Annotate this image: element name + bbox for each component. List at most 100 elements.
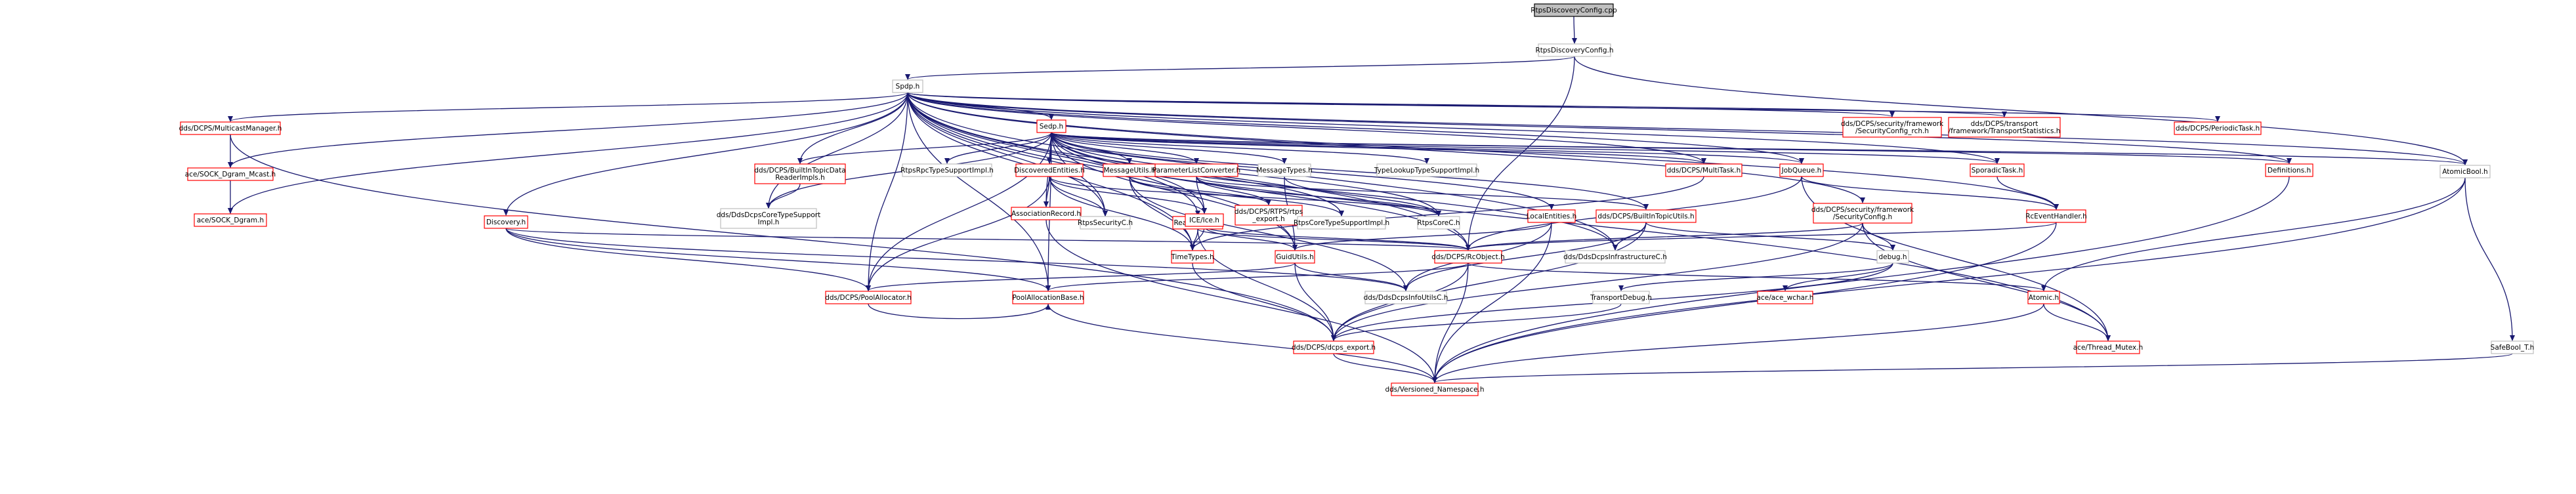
node-discoveredentities-h[interactable]: DiscoveredEntities.h (1014, 163, 1085, 177)
node-dds-dcps-builtintopicutils-h[interactable]: dds/DCPS/BuiltInTopicUtils.h (1595, 209, 1697, 223)
node-dds-dcps-dcps-export-h[interactable]: dds/DCPS/dcps_export.h (1292, 340, 1376, 354)
node-label: ICE/Ice.h (1189, 216, 1219, 224)
node-dds-dcps-multitask-h[interactable]: dds/DCPS/MultiTask.h (1665, 163, 1742, 177)
node-timetypes-h[interactable]: TimeTypes.h (1170, 250, 1214, 264)
node-label: TimeTypes.h (1170, 253, 1214, 261)
edge-discovered_entities-to-time_types (1049, 176, 1195, 251)
node-dds-dcps-multicastmanager-h[interactable]: dds/DCPS/MulticastManager.h (179, 121, 282, 135)
node-messageutils-h[interactable]: MessageUtils.h (1103, 163, 1156, 177)
edge-sec_config-to-thread_mutex (1862, 222, 2111, 341)
edge-reactor_task-to-dcps_export (1197, 228, 1336, 341)
node-label: dds/DCPS/transport (1971, 120, 2038, 128)
node-ace-ace-wchar-h[interactable]: ace/ace_wchar.h (1757, 291, 1814, 304)
edge-message_utils-to-info_utils_c (1129, 176, 1408, 291)
node-label: RtpsCoreTypeSupportImpl.h (1294, 219, 1389, 227)
node-transportdebug-h[interactable]: TransportDebug.h (1590, 291, 1652, 304)
node-rtpssecurityc-h[interactable]: RtpsSecurityC.h (1078, 216, 1133, 230)
node-box (1948, 117, 2061, 138)
node-dds-dcps-poolallocator-h[interactable]: dds/DCPS/PoolAllocator.h (825, 291, 912, 304)
file-nodes: RtpsDiscoveryConfig.cppRtpsDiscoveryConf… (179, 3, 2535, 396)
node-ace-sock-dgram-mcast-h[interactable]: ace/SOCK_Dgram_Mcast.h (185, 167, 276, 181)
node-box (1592, 291, 1650, 304)
node-guidutils-h[interactable]: GuidUtils.h (1275, 250, 1315, 264)
node-dds-dcps-security-framework-securityconfig-h[interactable]: dds/DCPS/security/framework/SecurityConf… (1811, 203, 1914, 224)
edge-spdp_h-to-sock_dgram (228, 92, 908, 214)
node-sporadictask-h[interactable]: SporadicTask.h (1970, 163, 2025, 177)
edge-sedp_h-to-param_list_conv (1051, 132, 1199, 164)
node-dds-dcps-rtps-rtps-export-h[interactable]: dds/DCPS/RTPS/rtps_export.h (1235, 205, 1303, 226)
node-ace-sock-dgram-h[interactable]: ace/SOCK_Dgram.h (194, 213, 267, 227)
node-box (1275, 250, 1315, 264)
node-box (194, 213, 267, 227)
node-dds-ddsdcpsinfoutilsc-h[interactable]: dds/DdsDcpsInfoUtilsC.h (1364, 291, 1448, 304)
node-parameterlistconverter-h[interactable]: ParameterListConverter.h (1152, 163, 1240, 177)
node-box (1036, 119, 1066, 133)
edge-rc_object-to-pool_alloc_base (1045, 262, 1469, 291)
node-box (902, 163, 992, 177)
edge-builtin_utils-to-info_utils_c (1403, 222, 1647, 291)
node-box (187, 167, 274, 181)
node-ace-thread-mutex-h[interactable]: ace/Thread_Mutex.h (2073, 340, 2143, 354)
node-label: RcEventHandler.h (2025, 213, 2087, 220)
node-dds-ddsdcpsinfrastructurec-h[interactable]: dds/DdsDcpsInfrastructureC.h (1563, 250, 1667, 264)
node-box (1595, 209, 1697, 223)
node-rtpscorec-h[interactable]: RtpsCoreC.h (1417, 216, 1460, 230)
node-box (180, 121, 281, 135)
node-dds-dcps-rcobject-h[interactable]: dds/DCPS/RcObject.h (1431, 250, 1505, 264)
node-rtpsdiscoveryconfig-h[interactable]: RtpsDiscoveryConfig.h (1535, 43, 1614, 57)
node-label: dds/DCPS/BuiltInTopicUtils.h (1597, 213, 1694, 220)
node-jobqueue-h[interactable]: JobQueue.h (1779, 163, 1824, 177)
node-label: dds/DCPS/dcps_export.h (1292, 344, 1376, 352)
node-dds-dcps-security-framework-securityconfig-rch-h[interactable]: dds/DCPS/security/framework/SecurityConf… (1841, 117, 1944, 138)
edge-transport_debug-to-dcps_export (1331, 303, 1622, 341)
node-box (754, 163, 846, 184)
edge-discovery-to-rc_object (505, 228, 1471, 251)
node-rceventhandler-h[interactable]: RcEventHandler.h (2025, 209, 2087, 223)
edge-spdp_h-to-atomic_bool (907, 92, 2468, 165)
node-typelookuptypesupportimpl-h[interactable]: TypeLookupTypeSupportImpl.h (1374, 163, 1479, 177)
node-rtpsrpctypesupportimpl-h[interactable]: RtpsRpcTypeSupportImpl.h (900, 163, 994, 177)
edge-param_list_conv-to-ice_h (1196, 176, 1207, 214)
node-ice-ice-h[interactable]: ICE/Ice.h (1185, 213, 1224, 227)
node-dds-versioned-namespace-h[interactable]: dds/Versioned_Namespace.h (1385, 382, 1485, 396)
node-label: /framework/TransportStatistics.h (1949, 127, 2061, 135)
node-label: DiscoveredEntities.h (1014, 167, 1085, 175)
node-label: Atomic.h (2029, 294, 2059, 302)
edge-sedp_h-to-builtin_utils (1051, 132, 1649, 210)
edge-param_list_conv-to-rtps_core_c (1196, 176, 1441, 216)
node-sedp-h[interactable]: Sedp.h (1036, 119, 1066, 133)
node-box (2439, 165, 2491, 178)
node-atomicbool-h[interactable]: AtomicBool.h (2439, 165, 2491, 178)
node-dds-dcps-transport-framework-transportstatistics-h[interactable]: dds/DCPS/transport/framework/TransportSt… (1948, 117, 2061, 138)
node-poolallocationbase-h[interactable]: PoolAllocationBase.h (1012, 291, 1084, 304)
node-debug-h[interactable]: debug.h (1876, 250, 1909, 264)
edge-discovered_entities-to-ice_h (1049, 176, 1207, 214)
node-box (2491, 340, 2534, 354)
node-spdp-h[interactable]: Spdp.h (892, 79, 923, 93)
node-box (825, 291, 912, 304)
node-definitions-h[interactable]: Definitions.h (2265, 163, 2313, 177)
node-messagetypes-h[interactable]: MessageTypes.h (1256, 163, 1313, 177)
edge-guid_utils-to-pool_allocator (866, 262, 1296, 291)
node-atomic-h[interactable]: Atomic.h (2027, 291, 2060, 304)
edge-association_record-to-versioned_ns (1045, 219, 1437, 383)
node-rtpscoretypesupportimpl-h[interactable]: RtpsCoreTypeSupportImpl.h (1294, 216, 1389, 230)
node-safebool-t-h[interactable]: SafeBool_T.h (2491, 340, 2535, 354)
node-dds-dcps-periodictask-h[interactable]: dds/DCPS/PeriodicTask.h (2174, 121, 2262, 135)
node-box (1970, 163, 2025, 177)
edge-sedp_h-to-rtps_rpc (944, 132, 1052, 164)
node-associationrecord-h[interactable]: AssociationRecord.h (1011, 207, 1082, 220)
node-box (1534, 3, 1614, 17)
edge-spdp_h-to-core_support_impl (766, 92, 908, 209)
node-localentities-h[interactable]: LocalEntities.h (1527, 209, 1577, 223)
node-label: Discovery.h (486, 218, 526, 226)
node-box (1665, 163, 1742, 177)
edge-atomic_h-to-versioned_ns (1432, 303, 2044, 383)
node-discovery-h[interactable]: Discovery.h (484, 215, 528, 229)
edge-spdp_h-to-ice_h (907, 92, 1207, 214)
node-box (1757, 291, 1813, 304)
edge-guid_utils-to-info_utils_c (1294, 262, 1408, 291)
